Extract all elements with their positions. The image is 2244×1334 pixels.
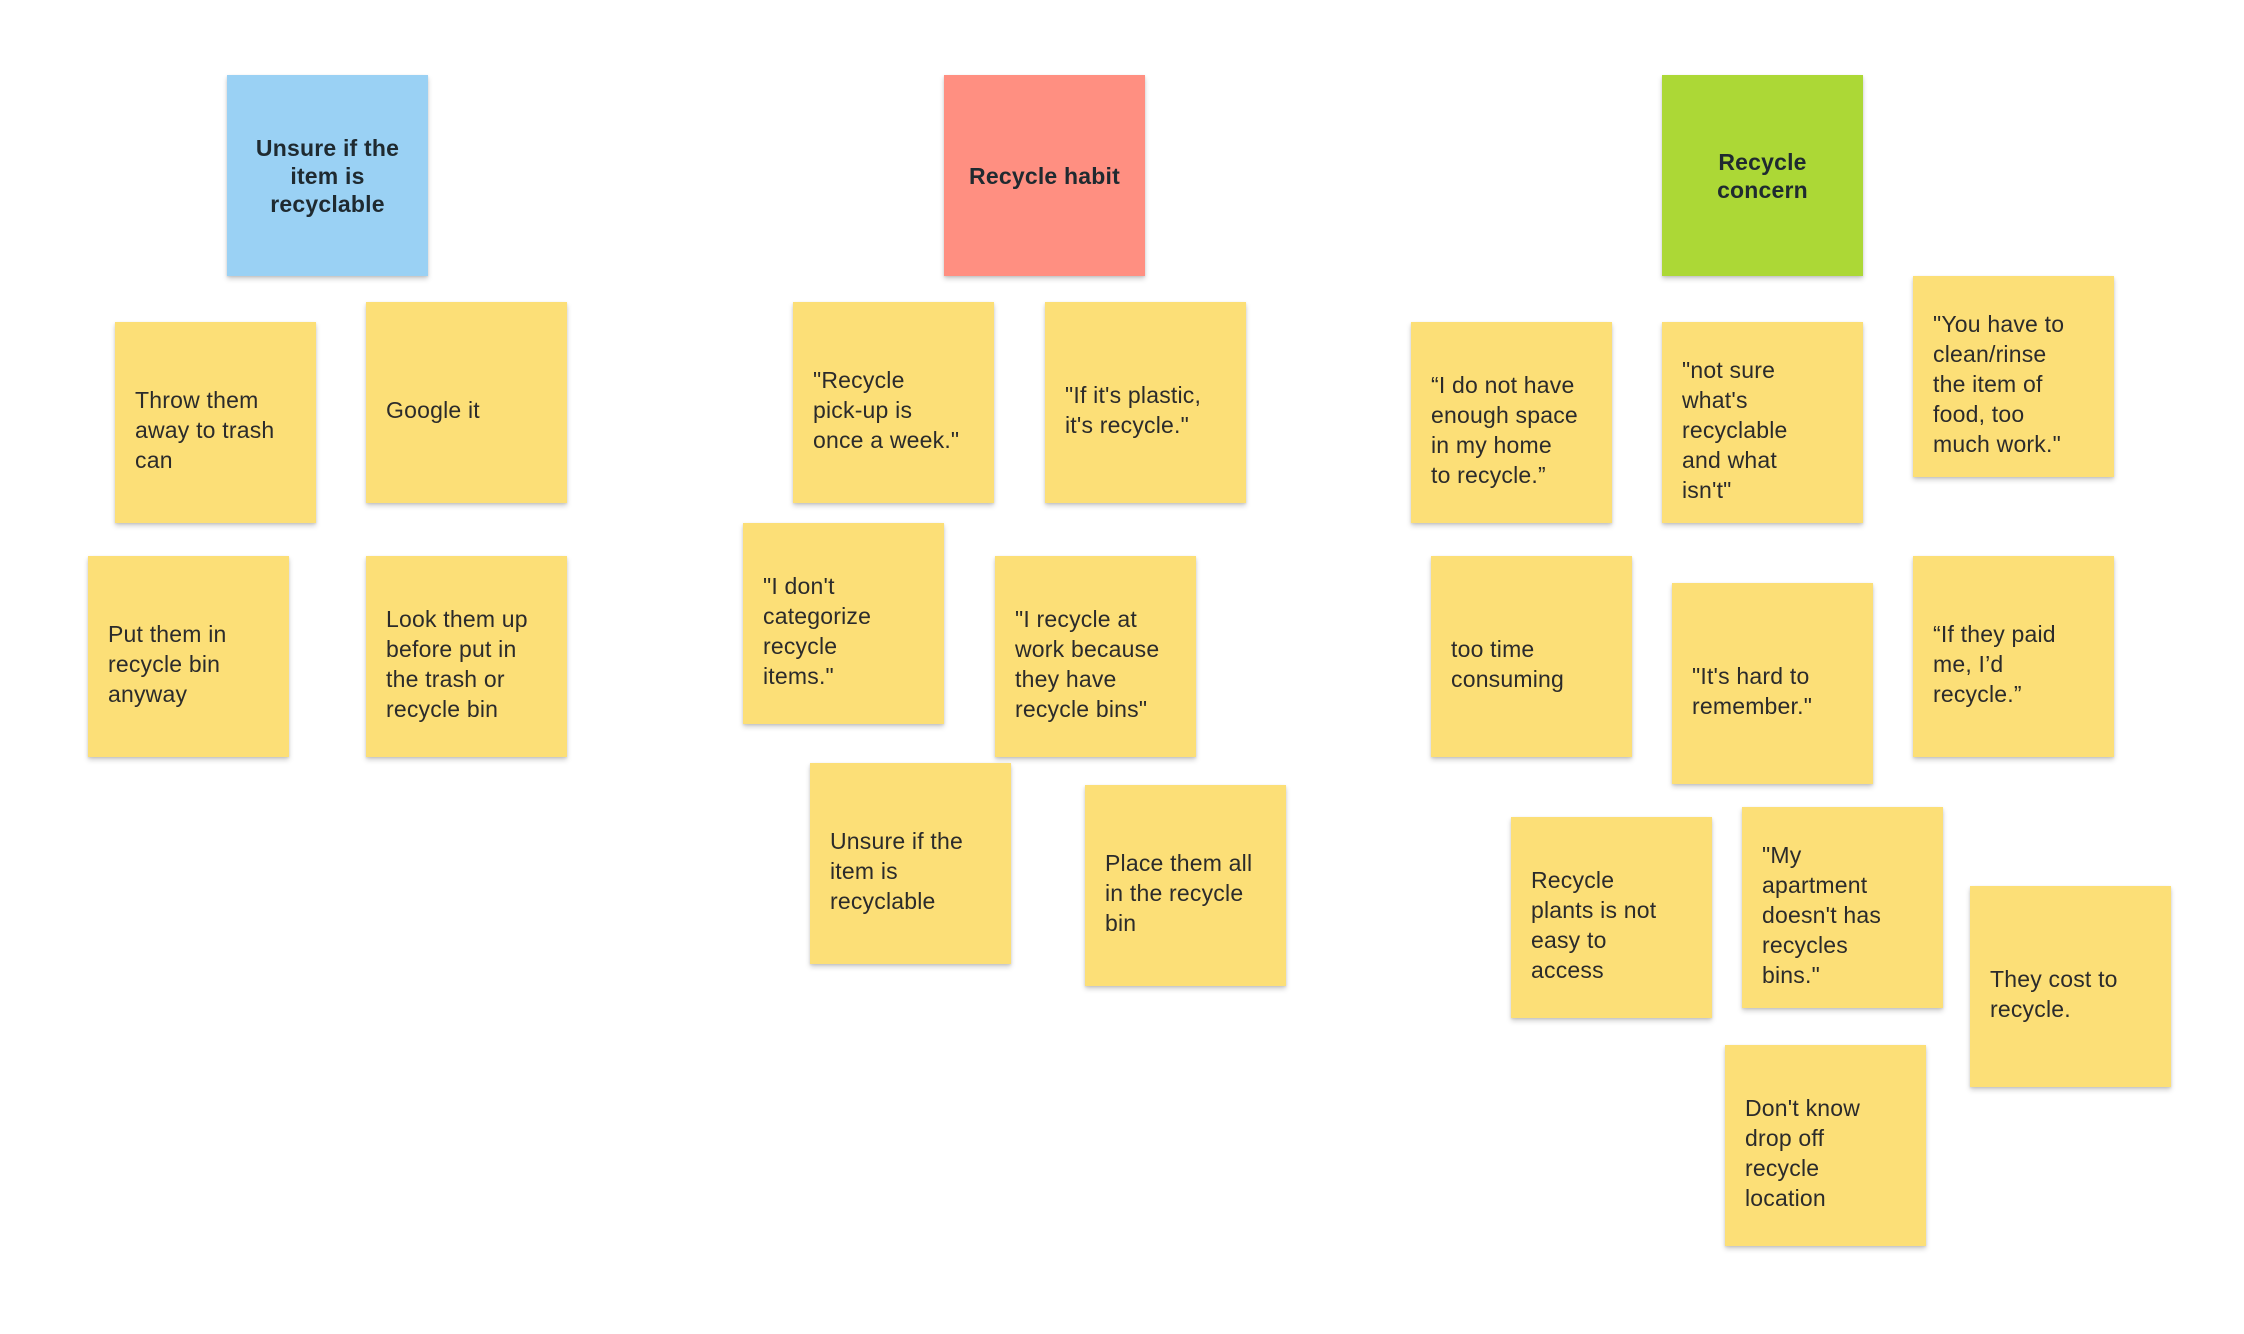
sticky-note-clean-rinse[interactable]: "You have to clean/rinse the item of foo… [1913,276,2114,477]
sticky-note-dont-categorize[interactable]: "I don't categorize recycle items." [743,523,944,724]
sticky-note-not-enough-space[interactable]: “I do not have enough space in my home t… [1411,322,1612,523]
sticky-note-text: Unsure if the item is recyclable [830,827,963,914]
sticky-note-put-in-recycle-bin[interactable]: Put them in recycle bin anyway [88,556,289,757]
sticky-note-plastic-recycle[interactable]: "If it's plastic, it's recycle." [1045,302,1246,503]
sticky-note-text: Recycle plants is not easy to access [1531,866,1657,983]
sticky-note-text: Don't know drop off recycle location [1745,1094,1861,1211]
sticky-note-text: "Recycle pick-up is once a week." [813,366,960,453]
sticky-note-if-they-paid-me[interactable]: “If they paid me, I’d recycle.” [1913,556,2114,757]
sticky-note-unsure-recyclable[interactable]: Unsure if the item is recyclable [810,763,1011,964]
sticky-note-text: Look them up before put in the trash or … [386,605,528,722]
sticky-note-not-sure-what-recyclable[interactable]: "not sure what's recyclable and what isn… [1662,322,1863,523]
sticky-note-text: Google it [386,396,480,423]
sticky-note-text: "I don't categorize recycle items." [763,572,872,689]
sticky-note-text: "I recycle at work because they have rec… [1015,605,1160,722]
sticky-note-google-it[interactable]: Google it [366,302,567,503]
header-label: Unsure if the item is recyclable [255,134,400,217]
sticky-note-text: They cost to recycle. [1990,965,2118,1022]
sticky-note-text: "My apartment doesn't has recycles bins.… [1762,841,1882,988]
sticky-note-text: "It's hard to remember." [1692,662,1813,719]
header-unsure-if-recyclable[interactable]: Unsure if the item is recyclable [227,75,428,276]
header-recycle-habit[interactable]: Recycle habit [944,75,1145,276]
sticky-note-text: Place them all in the recycle bin [1105,849,1253,936]
sticky-note-drop-off-location[interactable]: Don't know drop off recycle location [1725,1045,1926,1246]
sticky-note-text: "not sure what's recyclable and what isn… [1682,356,1788,503]
header-recycle-concern[interactable]: Recycle concern [1662,75,1863,276]
header-label: Recycle habit [969,162,1120,189]
sticky-note-too-time-consuming[interactable]: too time consuming [1431,556,1632,757]
sticky-note-text: “I do not have enough space in my home t… [1431,371,1578,488]
sticky-note-plants-not-accessible[interactable]: Recycle plants is not easy to access [1511,817,1712,1018]
sticky-note-apartment-no-bins[interactable]: "My apartment doesn't has recycles bins.… [1742,807,1943,1008]
sticky-note-text: "If it's plastic, it's recycle." [1065,381,1202,438]
sticky-note-place-all-in-bin[interactable]: Place them all in the recycle bin [1085,785,1286,986]
sticky-note-pickup-weekly[interactable]: "Recycle pick-up is once a week." [793,302,994,503]
sticky-note-cost-to-recycle[interactable]: They cost to recycle. [1970,886,2171,1087]
sticky-note-look-them-up[interactable]: Look them up before put in the trash or … [366,556,567,757]
sticky-note-text: Put them in recycle bin anyway [108,620,227,707]
sticky-note-throw-away[interactable]: Throw them away to trash can [115,322,316,523]
header-label: Recycle concern [1717,148,1808,203]
sticky-note-hard-to-remember[interactable]: "It's hard to remember." [1672,583,1873,784]
sticky-note-text: "You have to clean/rinse the item of foo… [1933,310,2065,457]
sticky-note-text: too time consuming [1451,635,1565,692]
sticky-note-recycle-at-work[interactable]: "I recycle at work because they have rec… [995,556,1196,757]
sticky-note-text: “If they paid me, I’d recycle.” [1933,620,2056,707]
sticky-note-text: Throw them away to trash can [135,386,275,473]
